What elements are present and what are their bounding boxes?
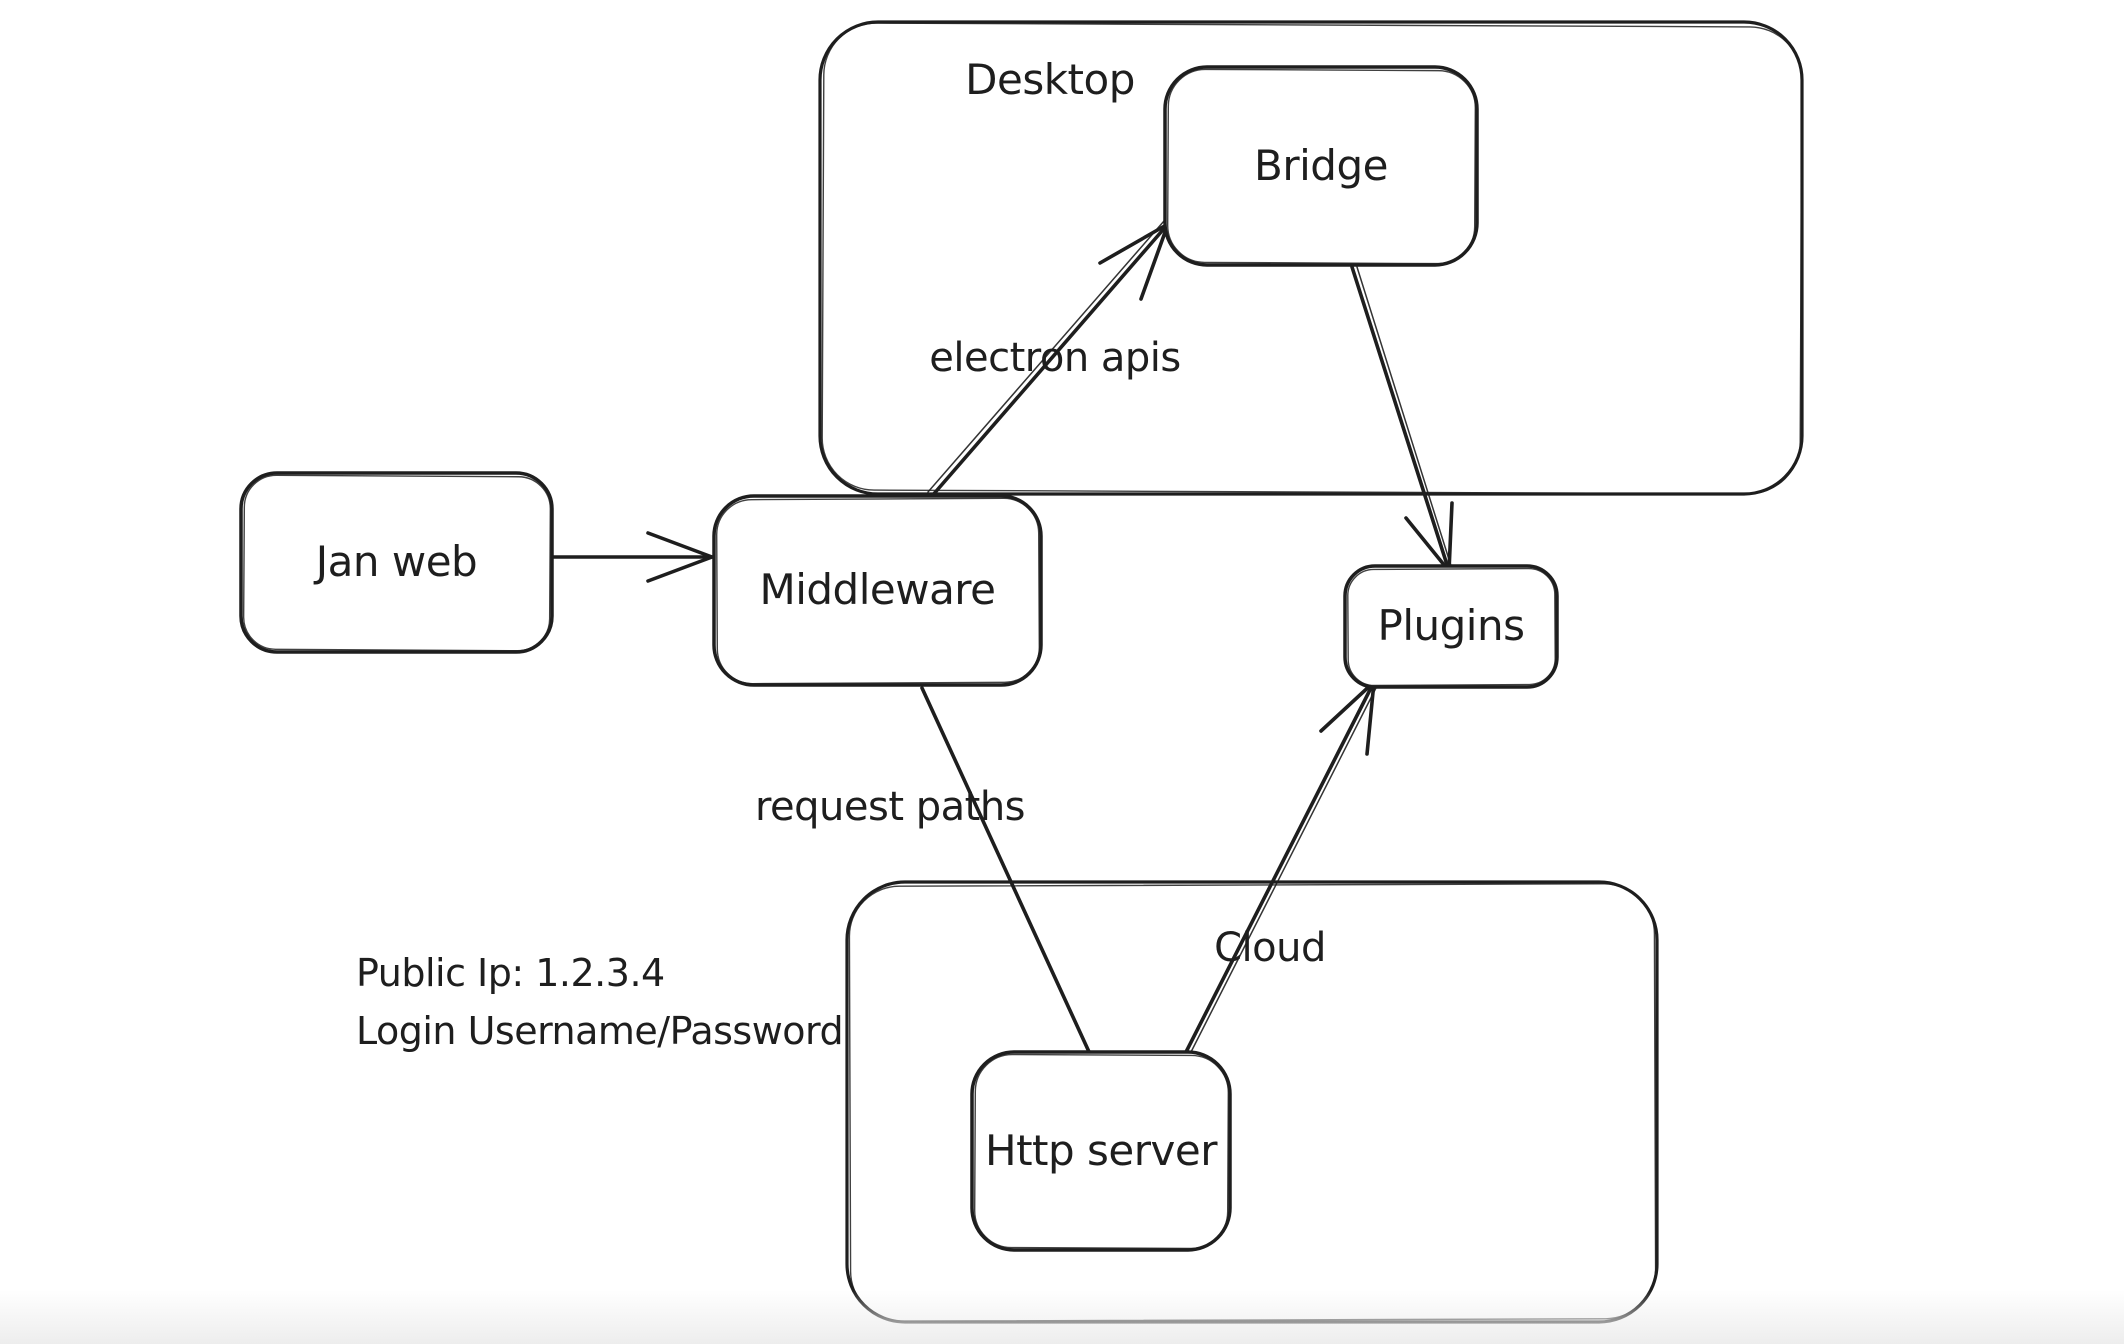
- note-text[interactable]: Public Ip: 1.2.3.4 Login Username/Passwo…: [356, 944, 844, 1060]
- bridge-node-label: Bridge: [1254, 140, 1388, 190]
- edge-label-request-paths[interactable]: request paths: [754, 784, 1026, 830]
- bridge-node[interactable]: [1163, 65, 1479, 267]
- edge-bridge-to-plugins-overdraw: [1356, 266, 1453, 570]
- bridge-node-overdraw: [1166, 68, 1477, 265]
- note-line-login: Login Username/Password: [356, 1009, 844, 1053]
- plugins-node-label: Plugins: [1377, 601, 1525, 651]
- plugins-node[interactable]: [1343, 564, 1559, 689]
- edge-jan-web-to-middleware-arrowhead[interactable]: [646, 531, 714, 583]
- jan-web-node-label: Jan web: [315, 537, 478, 587]
- canvas-bottom-fade: [0, 1290, 2124, 1344]
- note-line-public-ip: Public Ip: 1.2.3.4: [356, 951, 665, 995]
- edge-middleware-to-http-server[interactable]: [920, 686, 1092, 1056]
- edge-label-electron-apis[interactable]: electron apis: [929, 335, 1181, 381]
- jan-web-node[interactable]: [239, 471, 554, 654]
- desktop-container-overdraw: [821, 22, 1803, 495]
- middleware-node-overdraw: [716, 497, 1041, 685]
- jan-web-node-overdraw: [242, 474, 552, 652]
- cloud-container-label[interactable]: Cloud: [1214, 925, 1326, 971]
- middleware-node[interactable]: [712, 494, 1043, 687]
- edge-middleware-to-bridge-overdraw: [927, 220, 1165, 493]
- edge-middleware-to-bridge[interactable]: [930, 222, 1170, 498]
- http-server-node[interactable]: [970, 1050, 1232, 1252]
- middleware-node-label: Middleware: [759, 565, 996, 615]
- http-server-node-label: Http server: [985, 1125, 1217, 1175]
- plugins-node-overdraw: [1347, 567, 1556, 687]
- desktop-container-label[interactable]: Desktop: [965, 54, 1135, 104]
- edge-http-server-to-plugins-overdraw: [1189, 683, 1379, 1055]
- edge-http-server-to-plugins[interactable]: [1183, 680, 1376, 1056]
- http-server-node-overdraw: [973, 1053, 1230, 1250]
- edge-bridge-to-plugins[interactable]: [1350, 265, 1451, 573]
